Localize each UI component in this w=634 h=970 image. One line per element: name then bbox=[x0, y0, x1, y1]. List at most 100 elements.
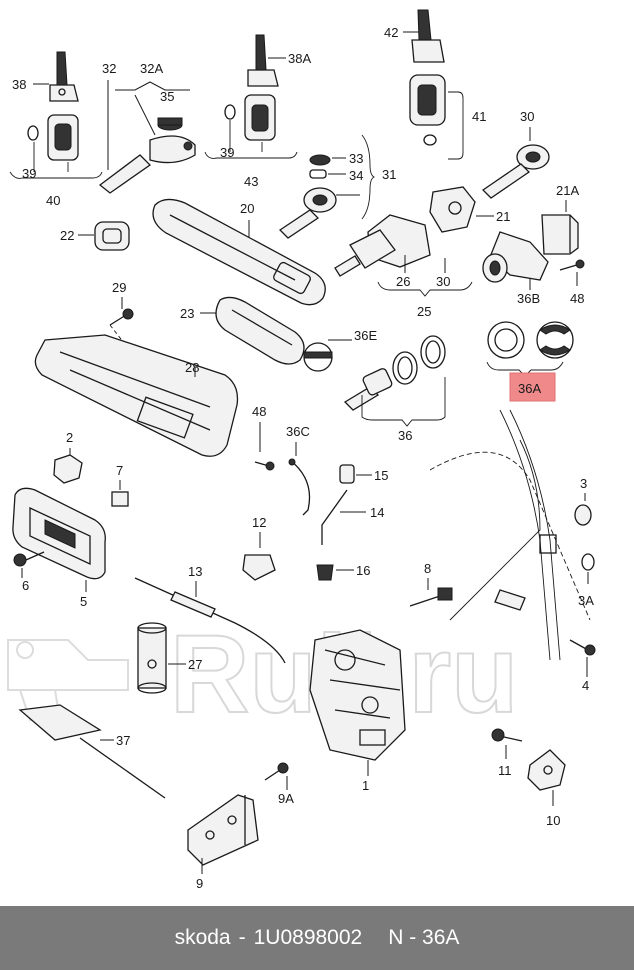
label-32: 32 bbox=[102, 61, 116, 76]
part-20-handle bbox=[152, 198, 326, 306]
label-25: 25 bbox=[417, 304, 431, 319]
part-7-clip bbox=[111, 491, 129, 507]
watermark-car-icon bbox=[7, 639, 129, 721]
label-34: 34 bbox=[349, 168, 363, 183]
part-2-clip bbox=[53, 454, 83, 484]
label-38a: 38A bbox=[288, 51, 311, 66]
part-39-ring bbox=[27, 125, 39, 141]
label-21: 21 bbox=[496, 209, 510, 224]
label-7: 7 bbox=[116, 463, 123, 478]
part-36c-wire bbox=[288, 458, 311, 516]
part-41-ring bbox=[423, 134, 437, 146]
highlight-box-36a bbox=[509, 372, 556, 402]
label-35: 35 bbox=[160, 89, 174, 104]
label-30a: 30 bbox=[520, 109, 534, 124]
footer-part-number: 1U0898002 bbox=[253, 926, 363, 949]
part-14-rod bbox=[321, 489, 348, 545]
part-48-screw-a bbox=[559, 259, 585, 271]
part-8-pin bbox=[409, 587, 453, 607]
label-43: 43 bbox=[244, 174, 258, 189]
part-22-gasket bbox=[94, 221, 130, 251]
part-29-screw bbox=[109, 308, 134, 326]
label-6: 6 bbox=[22, 578, 29, 593]
label-2: 2 bbox=[66, 430, 73, 445]
label-9: 9 bbox=[196, 876, 203, 891]
footer-position: N - 36A bbox=[388, 926, 460, 949]
label-36e: 36E bbox=[354, 328, 377, 343]
part-36-cylinder bbox=[343, 335, 446, 411]
label-38: 38 bbox=[12, 77, 26, 92]
parts-diagram: Ruli.ru 38 39 40 32 32A 35 38A 39 bbox=[7, 9, 596, 891]
part-41-remote bbox=[409, 74, 446, 126]
part-23-seal bbox=[215, 296, 305, 365]
footer-brand: skoda bbox=[174, 926, 231, 949]
label-41: 41 bbox=[472, 109, 486, 124]
label-15: 15 bbox=[374, 468, 388, 483]
part-30-cylinder bbox=[481, 144, 550, 199]
label-27: 27 bbox=[188, 657, 202, 672]
part-43-remote bbox=[244, 94, 276, 141]
footer-separator: - bbox=[238, 926, 246, 949]
label-5: 5 bbox=[80, 594, 87, 609]
label-23: 23 bbox=[180, 306, 194, 321]
part-5-bezel bbox=[12, 487, 106, 580]
label-8: 8 bbox=[424, 561, 431, 576]
label-21a: 21A bbox=[556, 183, 579, 198]
part-11-screw bbox=[491, 728, 523, 742]
part-36a-rings bbox=[487, 321, 574, 359]
label-33: 33 bbox=[349, 151, 363, 166]
label-11: 11 bbox=[498, 763, 512, 778]
watermark: Ruli.ru bbox=[7, 612, 519, 737]
part-38-key bbox=[49, 51, 79, 102]
label-3a: 3A bbox=[578, 593, 594, 608]
part-36b-lock bbox=[482, 231, 549, 283]
part-10-striker bbox=[527, 749, 566, 791]
part-48-screw-b bbox=[254, 461, 275, 471]
part-40-remote bbox=[47, 114, 79, 161]
part-42-key bbox=[411, 9, 445, 63]
label-40: 40 bbox=[46, 193, 60, 208]
label-26: 26 bbox=[396, 274, 410, 289]
label-12: 12 bbox=[252, 515, 266, 530]
label-36c: 36C bbox=[286, 424, 310, 439]
label-39b: 39 bbox=[220, 145, 234, 160]
label-36: 36 bbox=[398, 428, 412, 443]
label-29: 29 bbox=[112, 280, 126, 295]
part-37-tool bbox=[18, 704, 166, 799]
part-9a-pin bbox=[264, 762, 289, 781]
part-28-frame bbox=[34, 334, 239, 457]
label-30b: 30 bbox=[436, 274, 450, 289]
label-42: 42 bbox=[384, 25, 398, 40]
part-39-ring-b bbox=[224, 104, 236, 120]
label-22: 22 bbox=[60, 228, 74, 243]
part-16-knob bbox=[316, 564, 334, 581]
part-9-bracket bbox=[187, 794, 259, 866]
label-20: 20 bbox=[240, 201, 254, 216]
label-14: 14 bbox=[370, 505, 384, 520]
label-36b: 36B bbox=[517, 291, 540, 306]
part-15-cap bbox=[339, 464, 355, 484]
label-16: 16 bbox=[356, 563, 370, 578]
label-48b: 48 bbox=[252, 404, 266, 419]
part-13-cable bbox=[134, 577, 286, 664]
label-31: 31 bbox=[382, 167, 396, 182]
label-36a: 36A bbox=[518, 381, 541, 396]
label-13: 13 bbox=[188, 564, 202, 579]
part-27-grease bbox=[137, 622, 167, 694]
label-9a: 9A bbox=[278, 791, 294, 806]
label-10: 10 bbox=[546, 813, 560, 828]
part-3a-plug bbox=[581, 553, 595, 571]
label-1: 1 bbox=[362, 778, 369, 793]
label-32a: 32A bbox=[140, 61, 163, 76]
part-32-cylinder bbox=[98, 135, 196, 194]
part-1-latch bbox=[309, 629, 406, 761]
part-4-bolt bbox=[569, 639, 596, 656]
part-35-cap bbox=[157, 117, 183, 131]
part-6-screw bbox=[13, 551, 45, 567]
part-3-cap bbox=[574, 504, 592, 526]
part-21a-cover bbox=[541, 214, 579, 255]
label-37: 37 bbox=[116, 733, 130, 748]
door-outline bbox=[429, 409, 591, 661]
label-39a: 39 bbox=[22, 166, 36, 181]
part-31-cylinder bbox=[278, 187, 337, 239]
